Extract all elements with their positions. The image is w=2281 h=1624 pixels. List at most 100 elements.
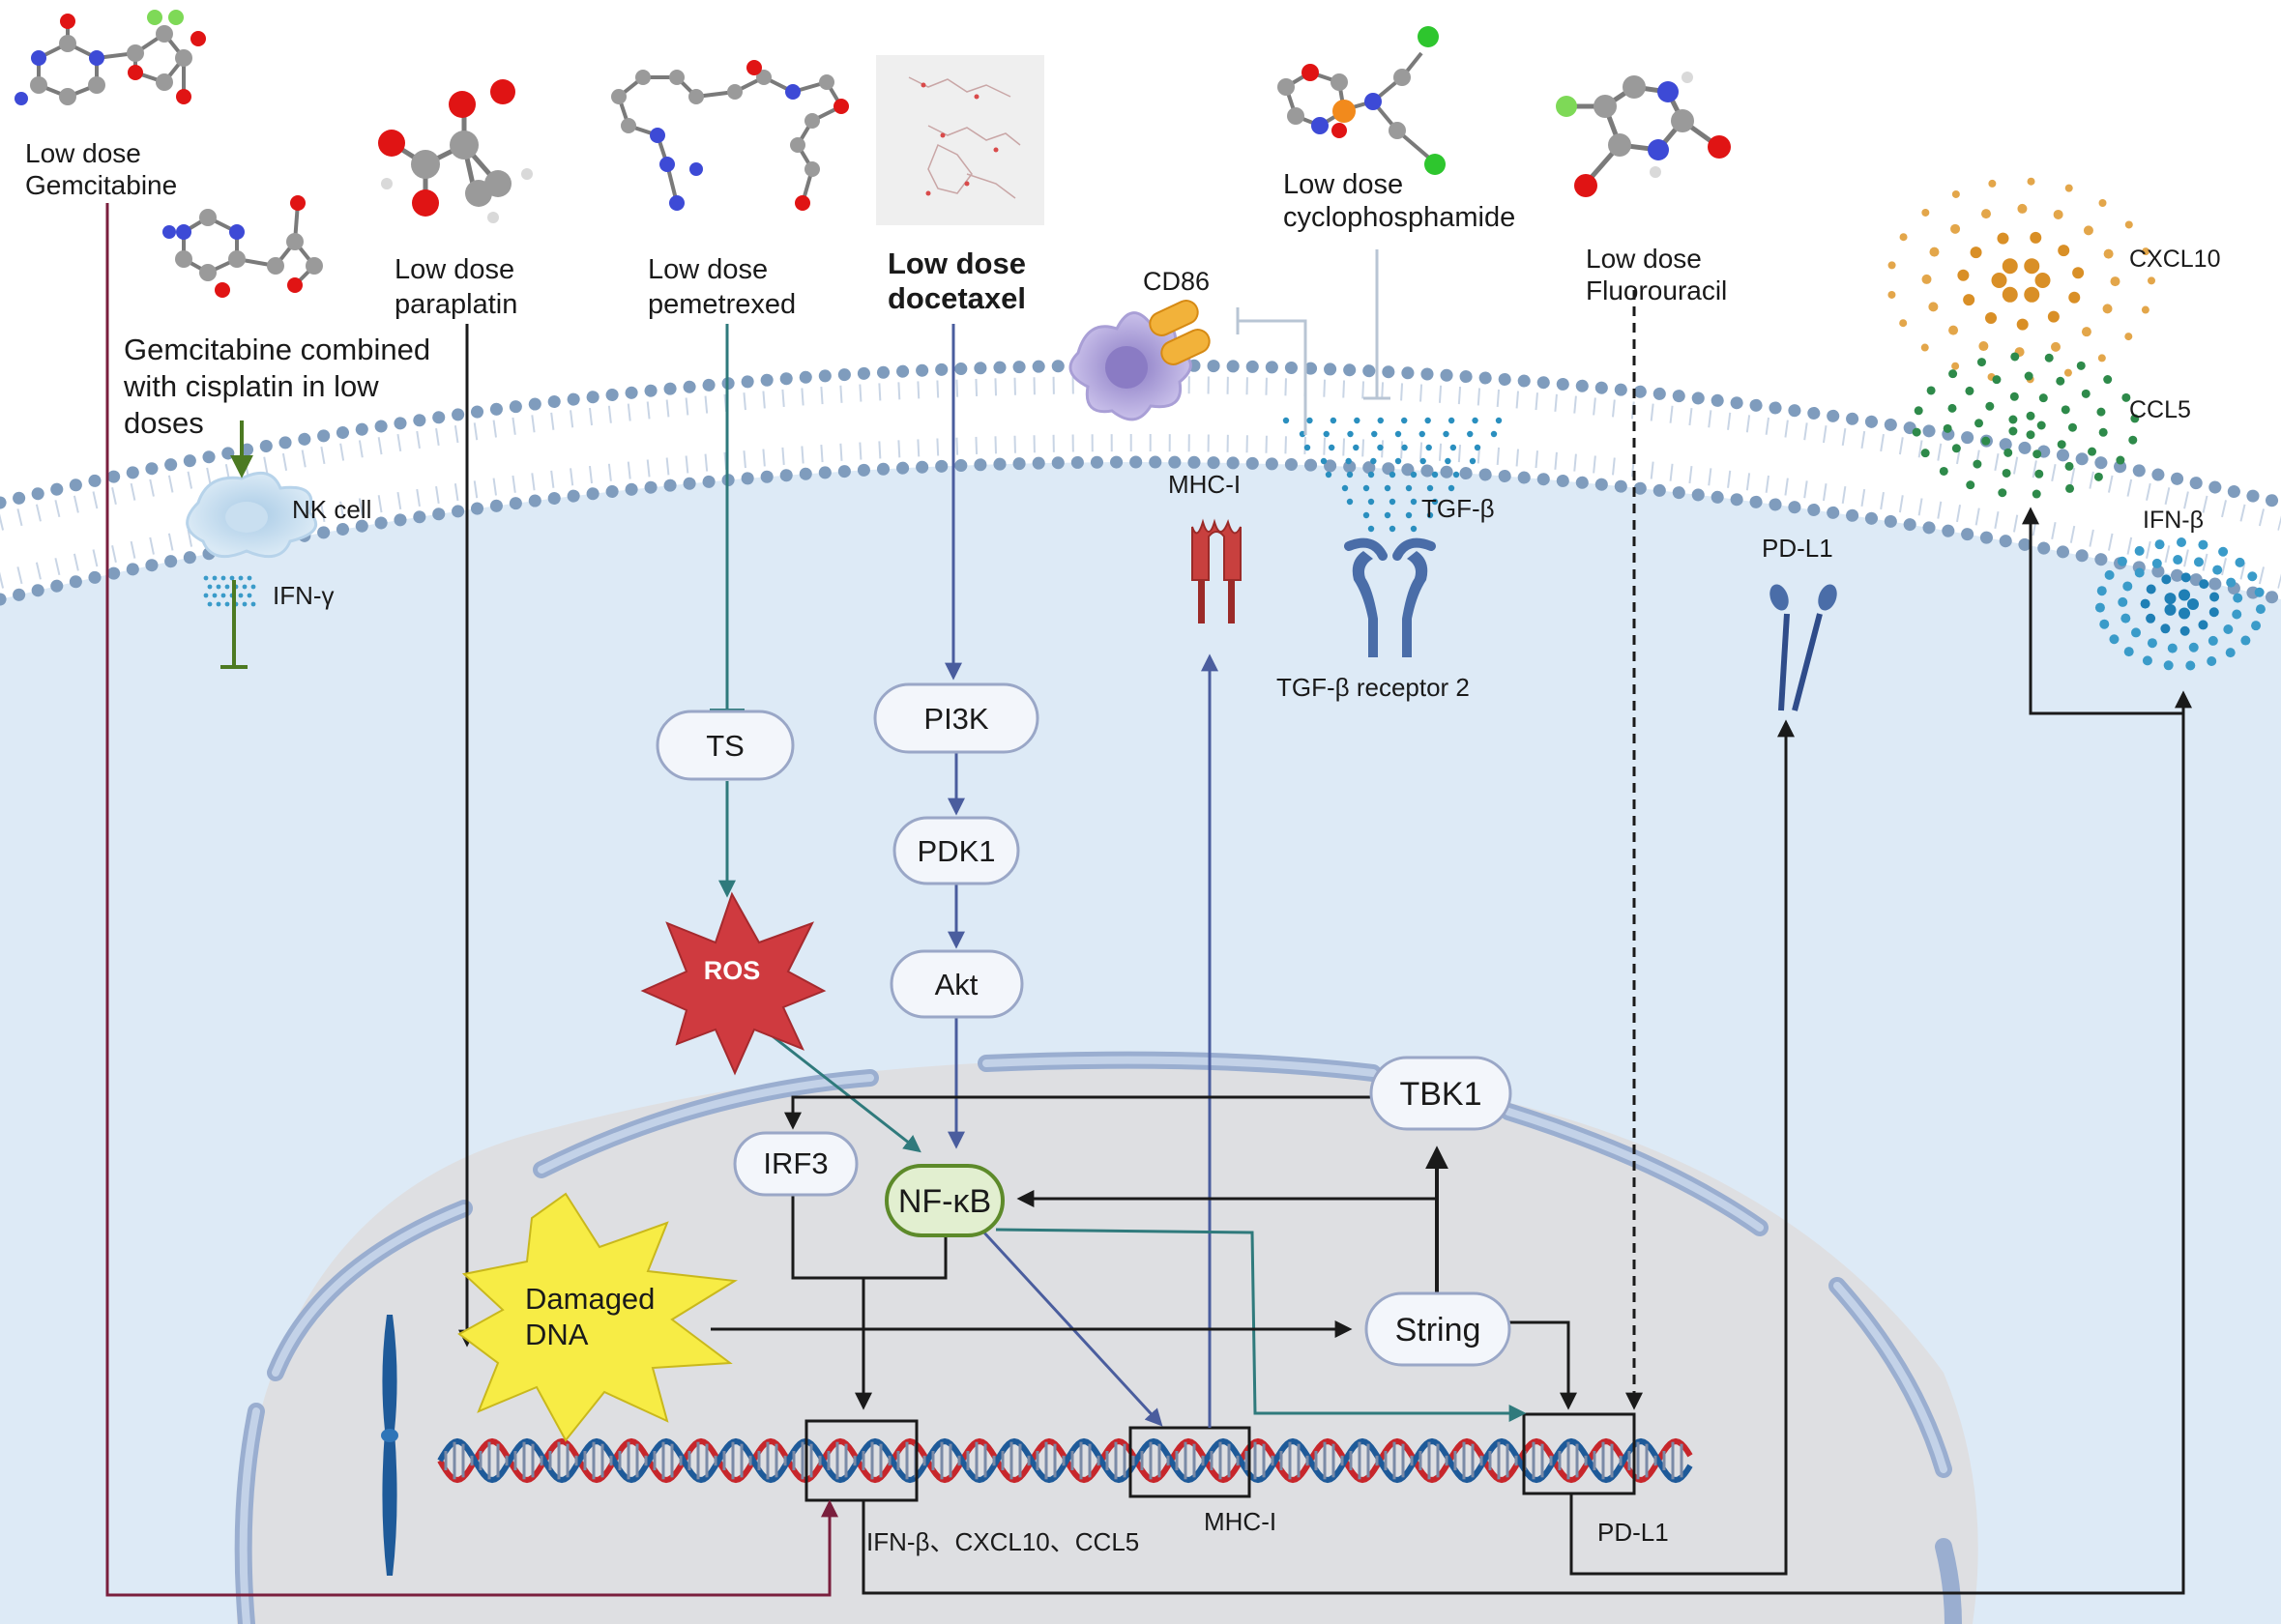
ifn-beta-dot [2208, 607, 2219, 618]
ifn-beta-dot [2167, 643, 2178, 653]
ifn-beta-dot [2161, 574, 2172, 585]
gene-box-pdl1 [1522, 1412, 1636, 1495]
ifn-gamma-dot [247, 593, 252, 598]
ccl5-dot [1981, 436, 1991, 446]
ifn-beta-dot [2198, 539, 2208, 550]
ts-node [656, 710, 795, 781]
cxcl10-dot [2147, 276, 2155, 285]
ccl5-dot [2008, 426, 2018, 436]
ccl5-dot [2057, 440, 2066, 450]
ifn-gamma-dot [250, 584, 256, 590]
tgf-beta-dot [1490, 430, 1498, 438]
cxcl10-dot [2072, 267, 2085, 279]
ifn-beta-dot [2146, 584, 2156, 594]
ccl5-dot [1920, 449, 1930, 458]
ifn-gamma-dot [242, 601, 248, 607]
ifn-beta-dot [2131, 627, 2142, 638]
ccl5-dots [1912, 352, 2140, 499]
ifn-beta-dot [2134, 545, 2145, 556]
tgf-beta-dot [1384, 484, 1391, 492]
tgf-beta-dot [1426, 484, 1434, 492]
cxcl10-dot [1899, 319, 1908, 328]
ifn-beta-dot [2207, 656, 2217, 667]
ccl5-dot [1973, 459, 1982, 469]
tgf-beta-dot [1405, 511, 1413, 519]
ifn-beta-dot [2179, 607, 2191, 620]
cxcl10-dot [1920, 343, 1929, 352]
ccl5-dot [1926, 386, 1936, 395]
tgf-beta-dot [1431, 471, 1439, 478]
cxcl10-dot [2047, 310, 2060, 323]
cxcl10-dot [2102, 304, 2113, 314]
cxcl10-dot [1981, 209, 1992, 219]
ccl5-dot [1914, 406, 1923, 416]
nk-cell-label: NK cell [292, 495, 371, 524]
ifn-gamma-dot [220, 593, 226, 598]
pd-l1-membrane-label: PD-L1 [1762, 534, 1833, 563]
pemetrexed-molecule-icon [611, 60, 849, 211]
damaged-dna-burst [457, 1192, 739, 1442]
ccl5-dot [2103, 375, 2113, 385]
ifn-beta-dot [2218, 546, 2229, 557]
ccl5-dot [2061, 405, 2070, 415]
ifn-beta-dot [2179, 625, 2190, 636]
ifn-beta-dot [2151, 558, 2162, 568]
ifn-gamma-dot [238, 575, 244, 581]
akt-label: Akt [935, 968, 979, 1001]
pdk1-label: PDK1 [918, 834, 996, 868]
tgf-beta-dot [1410, 498, 1418, 506]
tgf-beta-dot [1354, 417, 1360, 424]
ifn-gamma-dot [216, 601, 221, 607]
tgf-beta-dot [1389, 471, 1396, 478]
tgf-beta-dot [1469, 457, 1477, 465]
ccl5-dot [2010, 352, 2020, 362]
cxcl10-dot [2034, 273, 2051, 288]
ccl5-dot [2098, 427, 2108, 437]
ifn-beta-dot [2147, 638, 2157, 649]
ifn-beta-dot [2117, 556, 2127, 566]
tgf-beta-dot [1418, 430, 1425, 438]
ccl5-dot [1939, 466, 1948, 476]
string-node [1364, 1291, 1511, 1367]
ifn-beta-dot [2199, 579, 2209, 590]
ccl5-dot [1974, 419, 1984, 428]
ifn-beta-dot [2104, 569, 2115, 580]
paraplatin-molecule-icon [378, 79, 533, 223]
ifn-gamma-dot [224, 584, 230, 590]
ifn-beta-dot [2118, 596, 2128, 607]
ccl5-dot [2093, 472, 2103, 481]
cxcl10-dots [1887, 177, 2155, 384]
tgf-beta-label: TGF-β [1421, 494, 1495, 523]
ccl5-dot [2026, 430, 2035, 440]
tgf-beta-dot [1371, 430, 1378, 438]
ifn-beta-dot [2146, 613, 2156, 624]
gene-box-ifn-group [804, 1419, 919, 1502]
ifn-beta-dot [2255, 604, 2266, 615]
ccl5-dot [1965, 386, 1974, 395]
ccl5-dot [1985, 401, 1995, 411]
cxcl10-dot [1948, 325, 1959, 335]
cxcl10-dot [2068, 291, 2081, 304]
ifn-beta-dot [2179, 589, 2191, 601]
docetaxel-structure-icon [876, 55, 1044, 225]
ifn-beta-dots [2094, 537, 2266, 671]
cxcl10-dot [2142, 247, 2150, 256]
ifn-beta-dot [2187, 598, 2199, 610]
ros-burst [640, 891, 827, 1076]
tgf-beta-dot [1320, 457, 1328, 465]
tgf-beta-dot [1445, 457, 1451, 465]
akt-node [890, 949, 1024, 1019]
cxcl10-dot [2124, 220, 2133, 229]
ifn-group-gene-label: IFN-β、CXCL10、CCL5 [866, 1527, 1139, 1556]
tgf-beta-dots [1282, 417, 1503, 533]
tgf-beta-dot [1425, 444, 1432, 451]
cxcl10-dot [1887, 290, 1896, 299]
ifn-gamma-dot [216, 584, 221, 590]
cxcl10-dot [2098, 198, 2107, 207]
ifn-beta-dot [2134, 567, 2145, 578]
cxcl10-dot [1985, 312, 1998, 325]
cxcl10-dot [1970, 246, 1982, 259]
